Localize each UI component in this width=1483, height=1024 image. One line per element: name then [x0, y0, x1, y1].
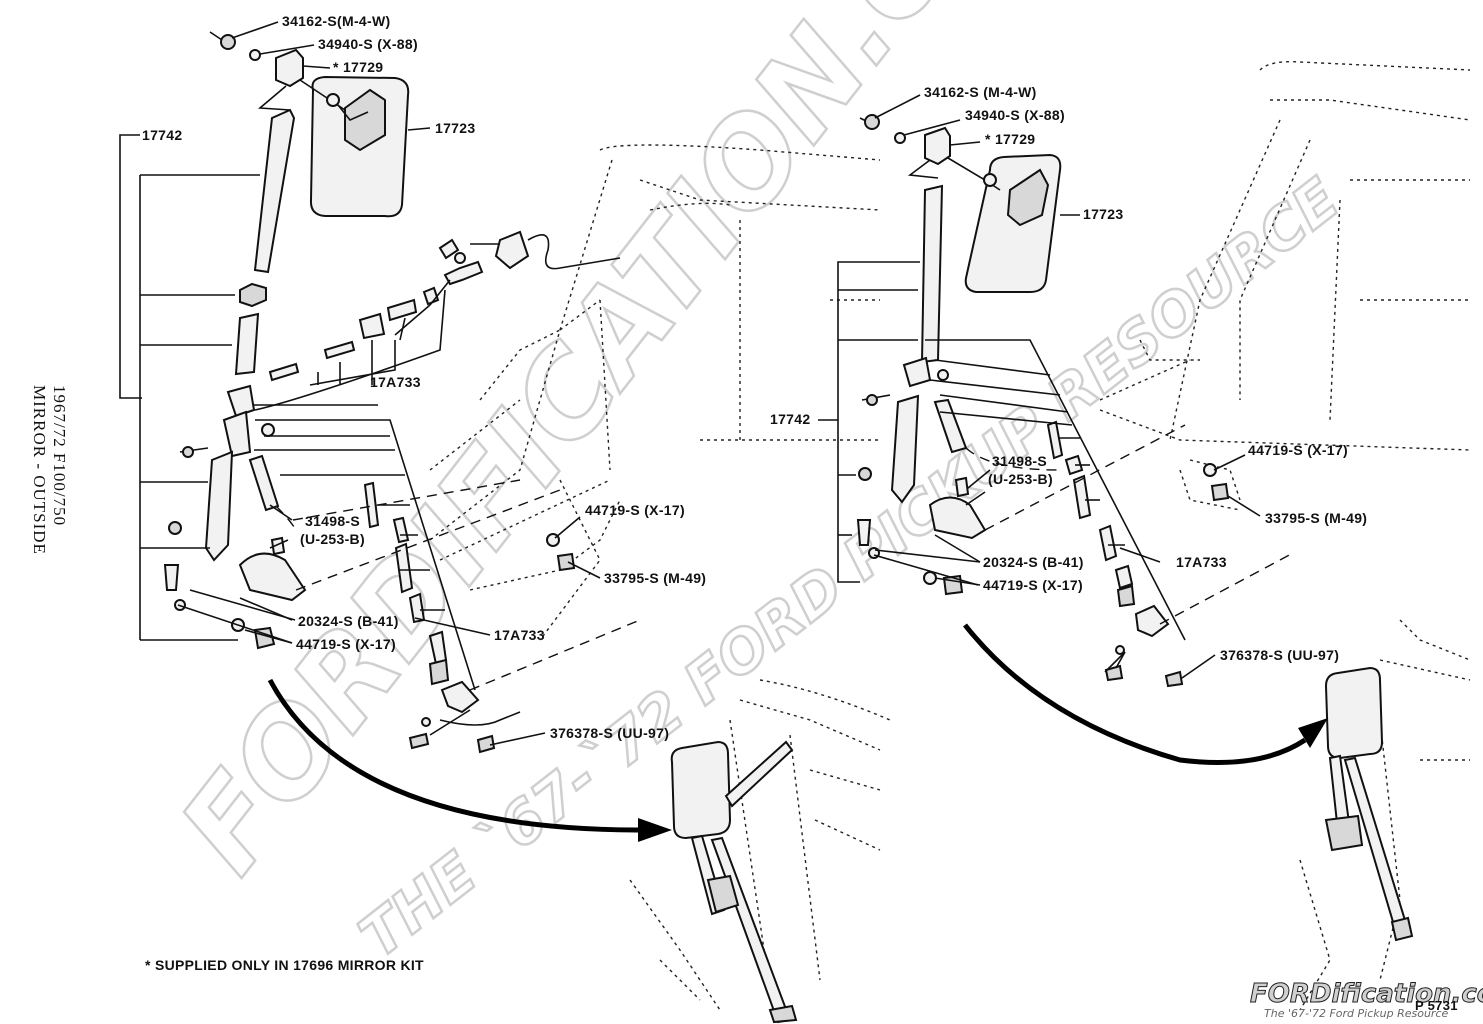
left-installed-view: [629, 679, 891, 1024]
right-label-screw: 31498-S: [992, 453, 1047, 469]
title-line-1: MIRROR - OUTSIDE: [30, 385, 49, 555]
right-label-bracket-screw: 20324-S (B-41): [983, 554, 1084, 570]
left-label-screw: 31498-S: [305, 513, 360, 529]
left-label-washer: 34940-S (X-88): [318, 36, 418, 52]
left-arm-clamp: [226, 384, 256, 418]
left-label-clamp: * 17729: [333, 59, 383, 75]
left-label-bracket-screw: 20324-S (B-41): [298, 613, 399, 629]
right-washer-34940: [894, 132, 906, 144]
right-label-brace: 17A733: [1176, 554, 1227, 570]
left-arm-lower: [204, 450, 234, 562]
left-mounting-bracket: [238, 552, 307, 602]
right-arm-upper: [920, 184, 944, 364]
right-label-screw-code: (U-253-B): [988, 471, 1053, 487]
left-label-body-nut: 33795-S (M-49): [604, 570, 706, 586]
left-label-arm: 17742: [142, 127, 182, 143]
right-mirror-head: [964, 153, 1062, 293]
left-vbrace-3: [394, 542, 414, 594]
left-washer-34940: [249, 49, 261, 61]
right-label-clamp: * 17729: [985, 131, 1035, 147]
left-lower-clamp: [440, 680, 480, 714]
left-brace-3: [386, 298, 418, 322]
left-hex-nut: [239, 282, 267, 308]
right-label-washer: 34940-S (X-88): [965, 107, 1065, 123]
right-label-body-nut: 33795-S (M-49): [1265, 510, 1367, 526]
left-vbrace-2: [392, 516, 410, 544]
left-tube: [234, 312, 260, 376]
logo-main: FORDification.com: [1250, 979, 1483, 1009]
right-clamp-17729: [924, 126, 951, 166]
right-vbrace-2: [1072, 474, 1092, 520]
logo-sub: The '67-'72 Ford Pickup Resource: [1264, 1007, 1448, 1020]
right-label-arm: 17742: [770, 411, 810, 427]
left-brace-4: [422, 286, 440, 306]
right-lower-clamp: [1134, 604, 1170, 638]
right-label-rivet: 376378-S (UU-97): [1220, 647, 1339, 663]
right-leader-lines: [818, 94, 1296, 679]
right-label-body-washer: 44719-S (X-17): [1248, 442, 1348, 458]
left-exploded-view: [163, 31, 621, 754]
right-label-bracket-washer: 44719-S (X-17): [983, 577, 1083, 593]
title-line-2: 1967/72 F100/750: [50, 385, 69, 526]
left-callout-labels: 34162-S(M-4-W) 34940-S (X-88) * 17729 17…: [142, 13, 706, 741]
right-callout-labels: 34162-S (M-4-W) 34940-S (X-88) * 17729 1…: [770, 84, 1367, 663]
left-label-screw-code: (U-253-B): [300, 531, 365, 547]
figure-number: P 5731: [1415, 998, 1458, 1013]
left-arm-upper: [253, 108, 296, 274]
left-label-brace-upper: 17A733: [370, 374, 421, 390]
left-brace-2: [323, 340, 356, 360]
left-label-mirror-head: 17723: [435, 120, 475, 136]
left-leader-lines: [119, 21, 641, 746]
left-install-arrow: [267, 678, 672, 842]
footnote: * SUPPLIED ONLY IN 17696 MIRROR KIT: [145, 957, 424, 973]
left-label-rivet: 376378-S (UU-97): [550, 725, 669, 741]
left-label-brace-lower: 17A733: [494, 627, 545, 643]
right-label-mirror-head: 17723: [1083, 206, 1123, 222]
left-installed-mirror: [670, 740, 732, 840]
left-label-bracket-washer: 44719-S (X-17): [296, 636, 396, 652]
fordification-logo: FORDification.com The '67-'72 Ford Picku…: [1250, 979, 1483, 1021]
left-brace-1: [268, 362, 300, 382]
right-installed-view: [1324, 666, 1414, 942]
right-arm-clamp: [902, 356, 932, 388]
left-clamp-17729: [275, 48, 304, 88]
right-arm-lower: [890, 394, 920, 504]
right-truck-body: [1099, 60, 1471, 1011]
left-brace-sleeve: [358, 312, 386, 340]
right-label-nut: 34162-S (M-4-W): [924, 84, 1037, 100]
diagram-title: MIRROR - OUTSIDE 1967/72 F100/750: [30, 385, 69, 555]
left-label-nut: 34162-S(M-4-W): [282, 13, 390, 29]
left-nut-34162: [220, 34, 236, 50]
left-vbrace-1: [363, 481, 380, 529]
left-label-body-washer: 44719-S (X-17): [585, 502, 685, 518]
right-mounting-bracket: [928, 496, 987, 540]
right-install-arrow: [963, 623, 1328, 765]
right-installed-mirror: [1324, 666, 1384, 760]
right-vbrace-3: [1098, 524, 1118, 562]
